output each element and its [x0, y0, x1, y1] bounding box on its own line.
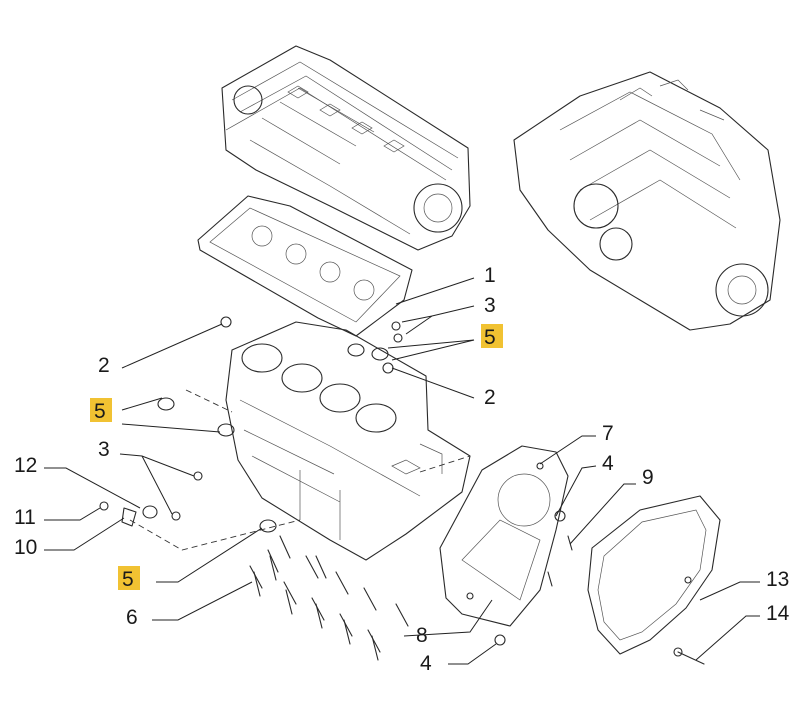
- callout-2: 2: [484, 386, 496, 409]
- callout-7: 7: [602, 422, 614, 445]
- callout-highlights: [90, 324, 503, 590]
- callout-14: 14: [766, 602, 790, 625]
- callout-2: 2: [98, 354, 110, 377]
- callout-4: 4: [420, 652, 432, 675]
- callout-10: 10: [14, 536, 37, 559]
- assembly-guide-lines: [129, 389, 471, 551]
- callout-4: 4: [602, 452, 614, 475]
- bolts-drawing: [249, 535, 409, 661]
- callout-11: 11: [14, 506, 36, 529]
- highlight-box: [90, 398, 112, 422]
- highlight-box: [118, 566, 140, 590]
- pins-drawing: [547, 535, 573, 587]
- plugs-drawing: [99, 316, 566, 646]
- callout-labels: 1 3 5 2 2 5 3 12 11 10 5 6 7 4 9 8 4 13 …: [14, 264, 790, 675]
- flywheel-housing-drawing: [587, 495, 721, 655]
- head-gasket-drawing: [197, 195, 413, 337]
- highlight-box: [481, 324, 503, 348]
- complete-engine-drawing: [513, 71, 781, 331]
- leader-lines: [44, 277, 760, 665]
- housing-bolt-drawing: [673, 647, 705, 665]
- callout-5: 5: [484, 326, 496, 349]
- callout-9: 9: [642, 466, 654, 489]
- callout-5: 5: [94, 400, 106, 423]
- callout-3: 3: [484, 294, 496, 317]
- callout-6: 6: [126, 606, 138, 629]
- cylinder-head-drawing: [221, 45, 471, 251]
- intermediate-plate-drawing: [439, 445, 569, 627]
- callout-12: 12: [14, 454, 37, 477]
- engine-block-drawing: [225, 321, 471, 561]
- callout-3: 3: [98, 438, 110, 461]
- callout-13: 13: [766, 568, 789, 591]
- callout-1: 1: [484, 264, 496, 287]
- callout-5: 5: [122, 568, 134, 591]
- callout-8: 8: [416, 624, 428, 647]
